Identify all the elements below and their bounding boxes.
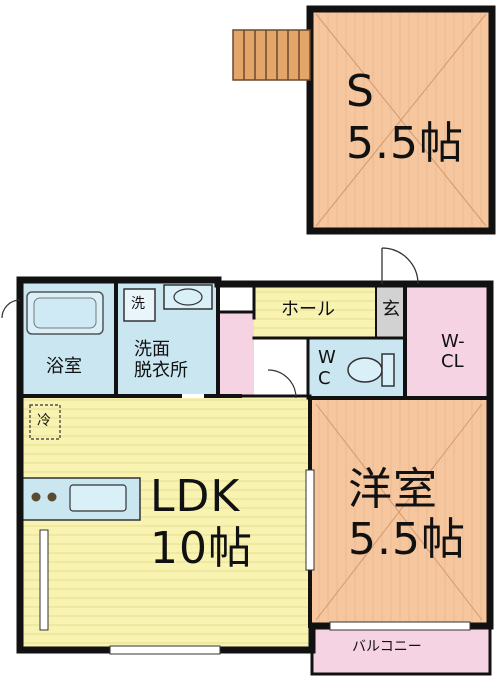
- storage-room-name: S: [346, 66, 375, 117]
- toilet: [347, 357, 383, 383]
- washroom-label: 洗面 脱衣所: [134, 339, 188, 381]
- ldk-name: LDK: [150, 471, 241, 522]
- storage-room: [306, 5, 496, 235]
- balcony-window: [329, 621, 471, 631]
- walk-in-closet-label: W- CL: [441, 331, 465, 372]
- washer-box: [123, 288, 156, 322]
- western-room: [310, 398, 488, 626]
- entrance-door: [381, 247, 419, 285]
- entrance: [376, 284, 408, 338]
- western-room-size: 5.5帖: [348, 514, 466, 565]
- western-window: [305, 469, 315, 571]
- side-door: [1, 299, 21, 319]
- wc-label: W C: [318, 347, 336, 389]
- balcony-label: バルコニー: [352, 639, 422, 655]
- ldk-window-bottom: [109, 645, 221, 655]
- kitchen-counter: [21, 477, 141, 521]
- fridge-box: [29, 404, 61, 440]
- ldk-room: [20, 398, 310, 650]
- ldk-size: 10帖: [150, 523, 253, 574]
- wc-door: [267, 369, 297, 399]
- western-room-name: 洋室: [348, 464, 438, 515]
- ldk-window-left: [39, 529, 49, 631]
- stairs: [232, 29, 311, 81]
- washer-label: 洗: [131, 296, 145, 312]
- entrance-label: 玄: [382, 299, 400, 320]
- walk-in-closet: [405, 284, 487, 398]
- hall-label: ホール: [281, 299, 335, 320]
- bath-label: 浴室: [46, 356, 82, 377]
- storage-room-size: 5.5帖: [346, 118, 464, 169]
- fridge-label: 冷: [37, 413, 51, 429]
